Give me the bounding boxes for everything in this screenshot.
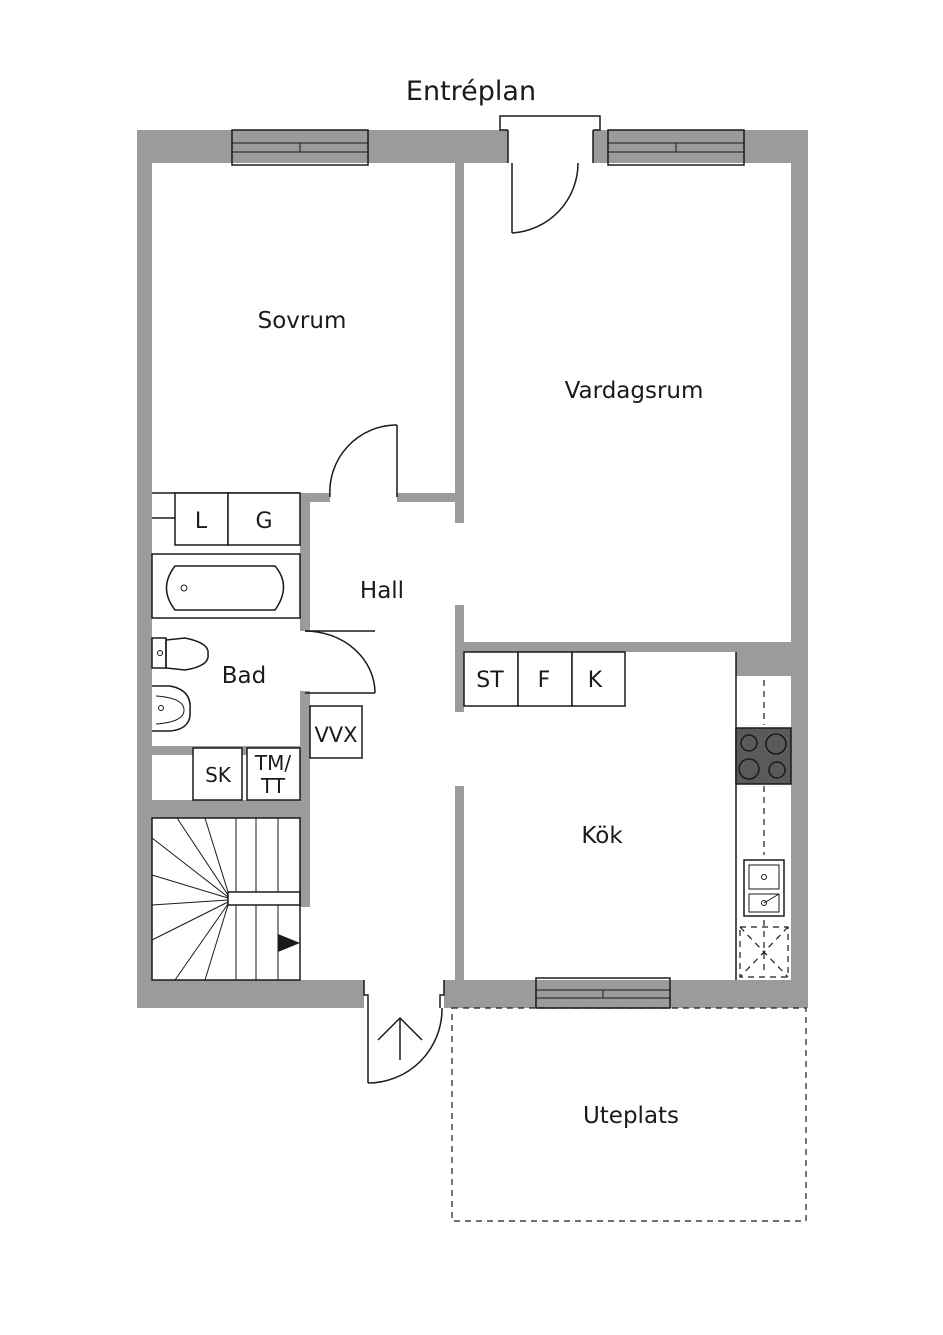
bathtub bbox=[151, 553, 301, 619]
cabinet-sk-label: SK bbox=[205, 763, 232, 787]
cabinet-l-label: L bbox=[195, 509, 208, 534]
room-label-vardagsrum: Vardagsrum bbox=[565, 378, 704, 404]
utility-cabinets bbox=[192, 705, 363, 801]
kitchen-cabinets bbox=[463, 651, 626, 707]
sink bbox=[152, 685, 191, 732]
entrance-door bbox=[363, 978, 445, 1084]
outer-walls bbox=[137, 130, 808, 1008]
room-label-hall: Hall bbox=[360, 578, 404, 604]
cabinet-tm-label: TM/ bbox=[254, 751, 291, 775]
bedroom-closets bbox=[152, 492, 301, 546]
cabinet-vvx-label: VVX bbox=[314, 723, 357, 747]
bedroom-door bbox=[329, 424, 398, 505]
windows bbox=[231, 129, 745, 1009]
bath-door bbox=[298, 630, 376, 694]
cabinet-g-label: G bbox=[255, 509, 272, 534]
cabinet-f-label: F bbox=[538, 668, 551, 693]
stairs bbox=[151, 817, 301, 981]
cabinet-tt-label: TT bbox=[260, 774, 286, 798]
toilet bbox=[151, 637, 209, 671]
cabinet-k-label: K bbox=[588, 668, 603, 693]
plan-title: Entréplan bbox=[406, 76, 536, 107]
cabinet-st-label: ST bbox=[476, 668, 504, 693]
kitchen-counter bbox=[735, 652, 792, 980]
room-label-sovrum: Sovrum bbox=[258, 308, 347, 334]
room-label-uteplats: Uteplats bbox=[583, 1103, 679, 1129]
patio-outline bbox=[451, 1007, 807, 1222]
top-door bbox=[499, 115, 601, 234]
room-label-bad: Bad bbox=[222, 663, 266, 689]
room-label-kok: Kök bbox=[581, 823, 623, 849]
